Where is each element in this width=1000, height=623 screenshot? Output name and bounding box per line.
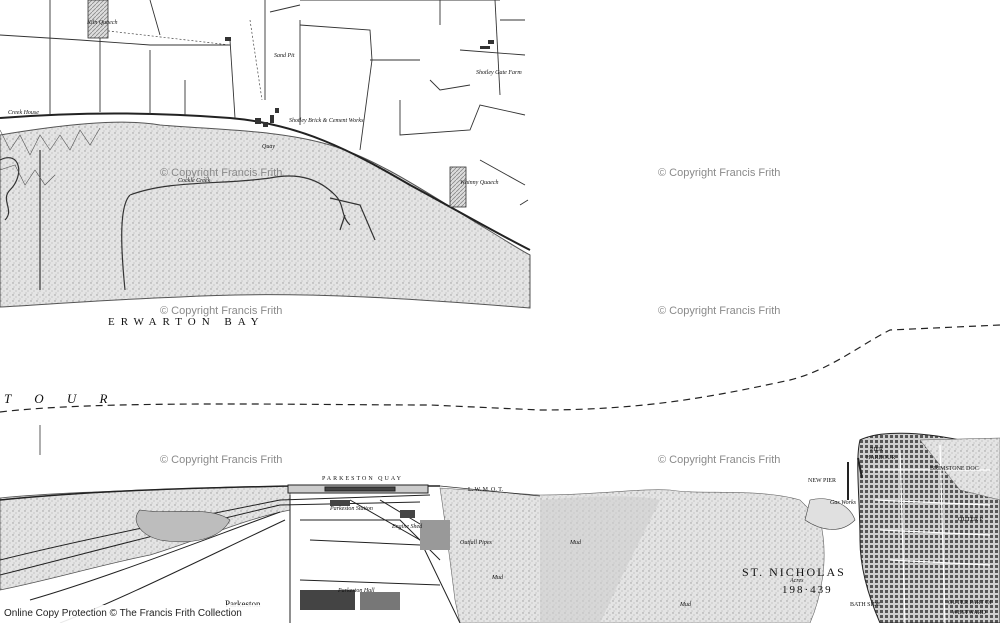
label-whinny-quaech: Whinny Quaech (460, 180, 499, 186)
label-outfall-pipes: Outfall Pipes (460, 540, 492, 546)
label-parkeston-station: Parkeston Station (330, 506, 373, 512)
watermark: © Copyright Francis Frith (160, 454, 283, 466)
label-pier: PIER (870, 447, 884, 453)
watermark: © Copyright Francis Frith (658, 454, 781, 466)
watermark: © Copyright Francis Frith (658, 167, 781, 179)
parish-boundary (0, 324, 1000, 413)
label-harbour: HARBOUR (866, 455, 896, 461)
label-shotley-gate-farm: Shotley Gate Farm (476, 70, 522, 76)
label-kiln-quaech: Kiln Quaech (87, 20, 118, 26)
erwarton-foreshore (0, 121, 531, 309)
north-seawall (0, 112, 531, 251)
label-mud-3: Mud (680, 602, 691, 608)
label-mud-1: Mud (492, 575, 503, 581)
label-engine-shed: Engine Shed (392, 524, 423, 530)
harwich-piers (847, 457, 863, 500)
harwich-green (804, 498, 856, 530)
copy-protection-footer: Online Copy Protection © The Francis Fri… (0, 605, 270, 623)
watermark: © Copyright Francis Frith (658, 305, 781, 317)
south-seawall (0, 485, 440, 501)
label-bath-side: BATH SIDE (850, 602, 881, 608)
north-field-boundaries (0, 0, 529, 206)
label-brimstone: BRIMSTONE DOC (930, 466, 979, 472)
mud-dark (540, 496, 660, 623)
label-parkeston-quay: PARKESTON QUAY (322, 476, 403, 482)
whinny-quaech-wood (449, 166, 467, 208)
label-outer: OUTER P (958, 517, 983, 523)
label-mud-2: Mud (570, 540, 581, 546)
label-acres: Acres (790, 578, 804, 584)
label-outer-part: OUTER PART OF (948, 600, 993, 606)
label-acres-value: 198·439 (782, 584, 833, 596)
label-parkeston: Parkeston (225, 599, 261, 609)
label-new-pier: NEW PIER (808, 478, 837, 484)
label-cockle-creek: Cockle Creek (178, 178, 211, 184)
label-creek-house: Creek House (8, 110, 39, 116)
label-st-nicholas: ST. NICHOLAS (742, 565, 846, 579)
label-stour: T O U R (4, 391, 118, 406)
watermark: © Copyright Francis Frith (160, 167, 283, 179)
label-sand-pit: Sand Pit (274, 53, 295, 59)
kiln-quaech-wood (87, 0, 109, 39)
marker (225, 37, 231, 41)
label-parkeston-hall: Parkeston Hall (338, 588, 375, 594)
label-lwmot: L. W. M. O. T. (468, 487, 503, 493)
label-erwarton-bay: ERWARTON BAY (108, 316, 265, 328)
harwich-streets (870, 444, 991, 623)
label-westward: WESTWARD (952, 610, 986, 616)
creeks (0, 150, 376, 291)
north-roads (99, 19, 263, 101)
parkeston-buildings (300, 500, 450, 610)
saltmarsh-south (135, 509, 231, 543)
shotley-buildings (255, 40, 494, 127)
watermark: © Copyright Francis Frith (160, 305, 283, 317)
label-quay: Quay (262, 144, 275, 150)
saltmarsh (0, 127, 101, 186)
label-shotley-works: Shotley Brick & Cement Works (289, 118, 364, 124)
label-gas-works: Gas Works (830, 500, 856, 506)
lwmot-line (439, 485, 541, 497)
